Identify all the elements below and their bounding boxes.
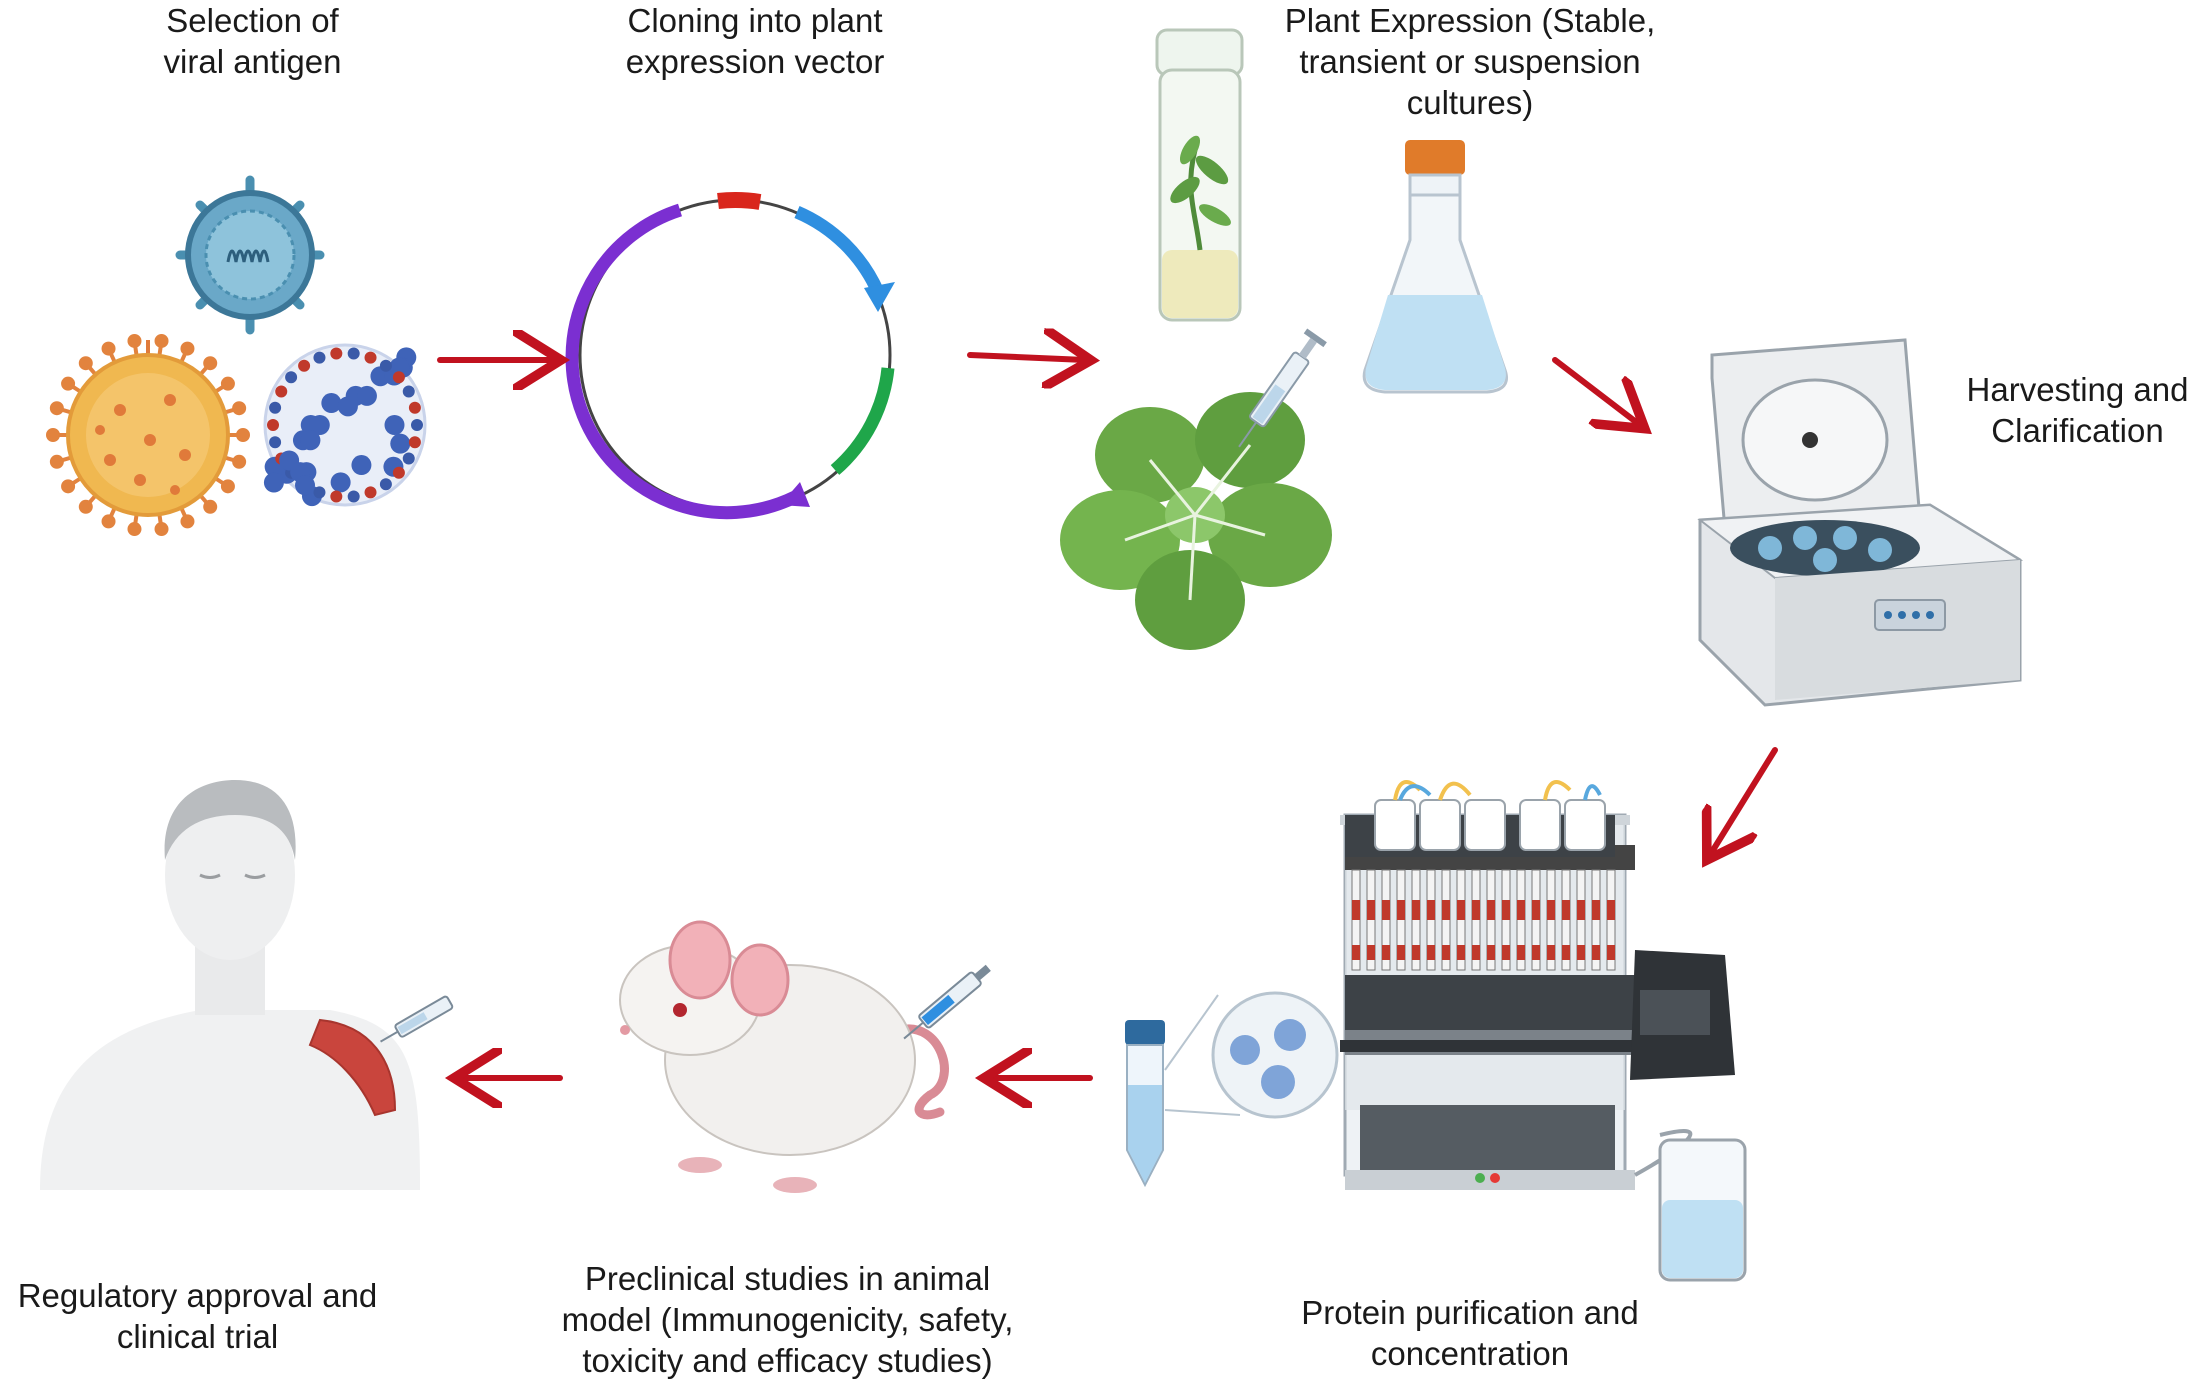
protein-zoom-icon <box>1164 991 1339 1119</box>
virus-icon-blue <box>263 343 427 507</box>
label-selection-of-viral-antigen: Selection of viral antigen <box>163 2 342 80</box>
human-icon <box>40 780 454 1190</box>
centrifuge-icon <box>1697 338 2024 707</box>
arrow-3 <box>1552 357 1640 425</box>
label-regulatory: Regulatory approval and clinical trial <box>17 1277 378 1355</box>
flask-icon <box>1362 140 1508 394</box>
label-preclinical: Preclinical studies in animal model (Imm… <box>561 1260 1014 1379</box>
plasmid-icon <box>565 192 895 520</box>
label-plant-expression: Plant Expression (Stable, transient or s… <box>1284 2 1656 121</box>
syringe-icon <box>1238 328 1327 448</box>
plant-icon <box>1060 392 1332 650</box>
label-harvesting: Harvesting and Clarification <box>1966 371 2189 449</box>
virus-icon-teal <box>175 175 325 335</box>
flow-arrows <box>437 355 1778 1078</box>
virus-icon-orange <box>46 333 250 537</box>
falcon-tube-icon <box>1125 1020 1165 1188</box>
mouse-icon <box>619 920 991 1193</box>
arrow-4 <box>1710 747 1778 855</box>
tissue-culture-tube-icon <box>1155 28 1244 322</box>
chromatography-system-icon <box>1340 780 1747 1282</box>
label-protein-purification: Protein purification and concentration <box>1301 1294 1639 1372</box>
label-cloning: Cloning into plant expression vector <box>625 2 885 80</box>
arrow-2 <box>967 355 1085 360</box>
